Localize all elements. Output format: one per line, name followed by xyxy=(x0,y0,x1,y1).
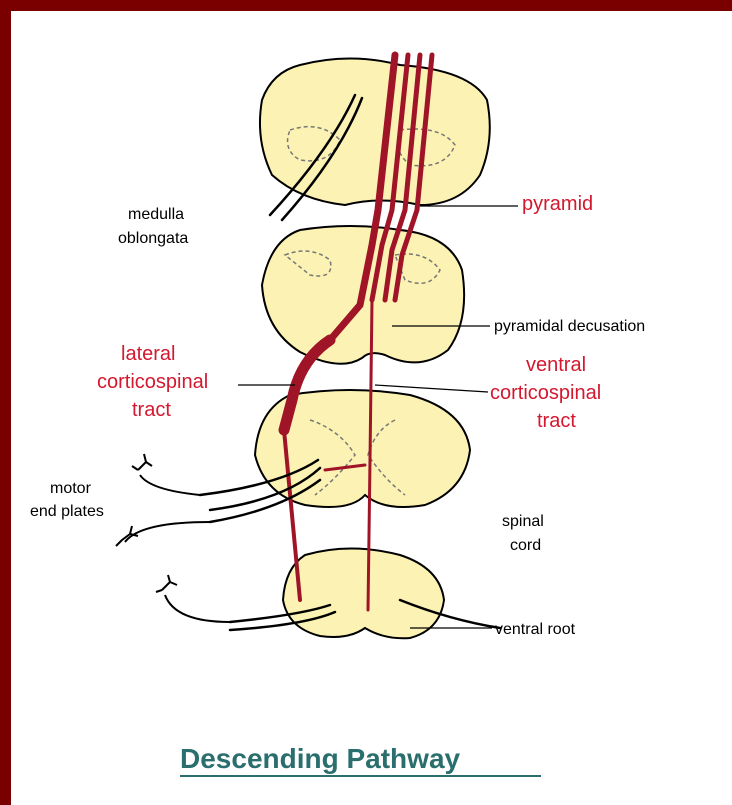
lateral-tract-label-line1: lateral xyxy=(121,343,175,365)
ventral-tract-label-line1: ventral xyxy=(526,354,586,376)
ventral-tract-label-line3: tract xyxy=(537,410,576,432)
motor-end-plate-icon xyxy=(116,454,230,622)
medulla-label-line2: oblongata xyxy=(118,230,188,247)
motor-end-plates-label-line2: end plates xyxy=(30,503,104,520)
spinal-cord-label-line2: cord xyxy=(510,537,541,554)
ventral-tract-label-line2: corticospinal xyxy=(490,382,601,404)
page-title: Descending Pathway xyxy=(180,743,461,774)
lateral-tract-label-line2: corticospinal xyxy=(97,371,208,393)
medulla-label-line1: medulla xyxy=(128,206,184,223)
ventral-root-label: ventral root xyxy=(495,621,576,638)
medulla-section xyxy=(260,59,490,206)
pyramid-label: pyramid xyxy=(522,193,593,215)
pyramidal-decussation-label: pyramidal decusation xyxy=(494,318,645,335)
lower-spinal-section xyxy=(283,549,444,639)
spinal-cord-label-line1: spinal xyxy=(502,513,544,530)
motor-end-plates-label-line1: motor xyxy=(50,480,92,497)
lateral-tract-label-line3: tract xyxy=(132,399,171,421)
